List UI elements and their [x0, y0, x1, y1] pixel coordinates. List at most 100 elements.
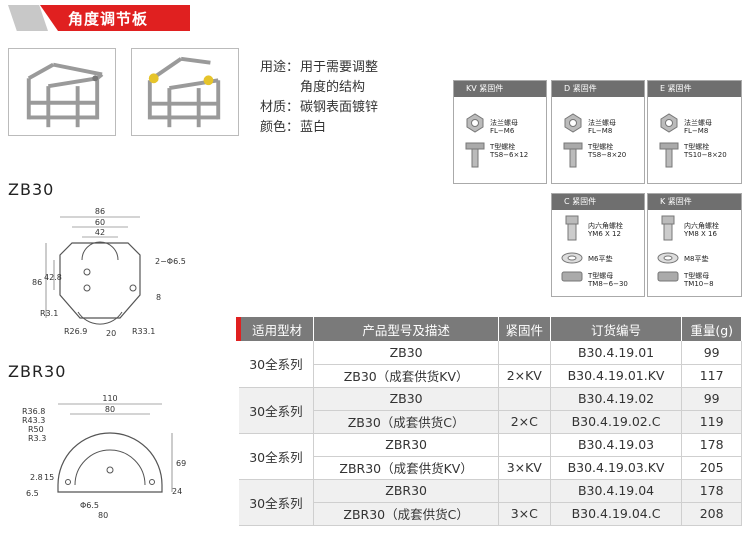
zbr30-dim-label: 15 [44, 473, 54, 482]
product-photo-frame-2 [131, 48, 239, 136]
weight-cell: 117 [681, 364, 742, 388]
table-row: 30全系列 ZB30 B30.4.19.02 99 [238, 387, 742, 434]
zb30-dim-label: 60 [95, 218, 105, 227]
code-cell: B30.4.19.02.C [550, 410, 683, 434]
weight-cell: 205 [681, 456, 742, 480]
fastener-cell [498, 433, 551, 457]
zb30-dim-label: R33.1 [132, 327, 155, 336]
spec-table: 适用型材 产品型号及描述 紧固件 订货编号 重量(g) 30全系列 ZB30 B… [235, 317, 742, 526]
weight-cell: 178 [681, 433, 742, 457]
info-value: 蓝白 [300, 120, 327, 135]
frame-illustration-2 [147, 56, 221, 128]
fastener-cell [498, 387, 551, 411]
table-row: ZBR30（成套供货C） 3×C B30.4.19.04.C 208 [239, 502, 742, 526]
bolt-washer-nut-icon [657, 215, 679, 282]
weight-cell: 178 [681, 479, 742, 503]
zbr30-dim-label: 80 [98, 511, 108, 520]
info-label: 颜色： [260, 120, 300, 135]
code-cell: B30.4.19.02 [550, 387, 683, 411]
code-cell: B30.4.19.03 [550, 433, 683, 457]
table-row: ZB30（成套供货C） 2×C B30.4.19.02.C 119 [239, 410, 742, 434]
info-label: 材质： [260, 100, 300, 115]
model-cell: ZBR30（成套供货KV） [313, 456, 499, 480]
zbr30-drawing: 110 80 R36.8 R43.3 R50 R3.3 69 2.8 15 6.… [22, 394, 186, 520]
zbr30-outline [57, 432, 163, 493]
code-cell: B30.4.19.03.KV [550, 456, 683, 480]
zb30-dim-label: 42 [95, 228, 105, 237]
table-row: 30全系列 ZB30 B30.4.19.01 99 [238, 341, 742, 388]
fastener-card-title: K 紧固件 [648, 194, 741, 210]
col-header: 产品型号及描述 [313, 317, 499, 341]
zbr30-dim-label: R50 [28, 425, 44, 434]
info-label: 用途： [260, 60, 300, 75]
info-row: 角度的结构 [260, 78, 378, 98]
model-cell: ZBR30 [313, 433, 499, 457]
series-cell: 30全系列 [238, 479, 315, 526]
zbr30-dim-label: 80 [105, 405, 115, 414]
col-header: 紧固件 [498, 317, 551, 341]
table-row: ZBR30（成套供货KV） 3×KV B30.4.19.03.KV 205 [239, 456, 742, 480]
fastener-text: M8平垫 [684, 255, 709, 263]
zb30-dim-label: 86 [32, 278, 42, 287]
title-background [40, 5, 190, 31]
zb30-dim-label: 8 [156, 293, 161, 302]
title-accent-shape [8, 5, 48, 31]
code-cell: B30.4.19.04 [550, 479, 683, 503]
zbr30-dim-label: 2.8 [30, 473, 43, 482]
zb30-dim-label: R3.1 [40, 309, 58, 318]
nut-bolt-icon [563, 113, 583, 168]
section-title-bar: 角度调节板 [8, 5, 194, 31]
model-cell: ZB30（成套供货KV） [313, 364, 499, 388]
nut-bolt-icon [659, 113, 679, 168]
info-value: 碳钢表面镀锌 [300, 100, 379, 115]
zb30-dim-label: R26.9 [64, 327, 87, 336]
model-cell: ZBR30 [313, 479, 499, 503]
table-row: 30全系列 ZBR30 B30.4.19.03 178 [238, 433, 742, 480]
zbr30-dim-label: 69 [176, 459, 186, 468]
zbr30-dim-label: Φ6.5 [80, 501, 99, 510]
nut-bolt-icon [465, 113, 485, 168]
col-header: 订货编号 [550, 317, 683, 341]
col-header: 重量(g) [681, 317, 742, 341]
table-header-row: 适用型材 产品型号及描述 紧固件 订货编号 重量(g) [235, 317, 742, 341]
series-cell: 30全系列 [238, 433, 315, 480]
table-row: ZB30（成套供货KV） 2×KV B30.4.19.01.KV 117 [239, 364, 742, 388]
zbr30-dim-label: R3.3 [28, 434, 46, 443]
info-label [260, 78, 300, 98]
fastener-card-title: KV 紧固件 [454, 81, 546, 97]
weight-cell: 99 [681, 341, 742, 365]
col-header: 适用型材 [235, 317, 315, 341]
bolt-washer-nut-icon [561, 215, 583, 282]
weight-cell: 208 [681, 502, 742, 526]
page-title: 角度调节板 [68, 10, 149, 28]
product-info: 用途：用于需要调整 角度的结构 材质：碳钢表面镀锌 颜色：蓝白 [260, 58, 378, 138]
code-cell: B30.4.19.01.KV [550, 364, 683, 388]
zbr30-dim-label: R36.8 [22, 407, 45, 416]
zb30-dim-label: 2−Φ6.5 [155, 257, 186, 266]
zb30-dim-label: 42.8 [44, 273, 62, 282]
code-cell: B30.4.19.04.C [550, 502, 683, 526]
zbr30-dim-label: R43.3 [22, 416, 45, 425]
fastener-cell [498, 479, 551, 503]
zbr30-dim-label: 24 [172, 487, 182, 496]
zb30-drawing: 86 60 42 2−Φ6.5 86 42.8 8 R3.1 R26.9 20 … [32, 207, 186, 338]
series-cell: 30全系列 [238, 341, 315, 388]
weight-cell: 99 [681, 387, 742, 411]
zb30-dim-label: 86 [95, 207, 105, 216]
zbr30-dim-label: 110 [102, 394, 117, 403]
fastener-card-title: C 紧固件 [552, 194, 644, 210]
info-value: 用于需要调整 [300, 60, 379, 75]
code-cell: B30.4.19.01 [550, 341, 683, 365]
model-cell: ZB30 [313, 387, 499, 411]
zbr30-title: ZBR30 [8, 362, 67, 381]
